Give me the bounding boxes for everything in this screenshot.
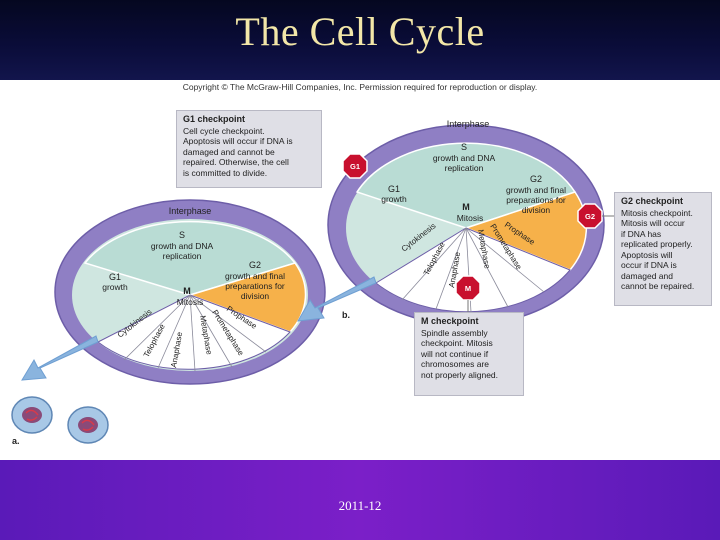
cycle-b-g2-line3: division <box>522 205 551 215</box>
g2-checkpoint-line: damaged and <box>621 270 673 281</box>
m-checkpoint-line: checkpoint. Mitosis <box>421 338 493 348</box>
m-checkpoint-line: will not continue if <box>421 348 489 359</box>
g2-checkpoint-line: Apoptosis will <box>621 249 673 260</box>
cell-right-chromosomes <box>81 419 95 431</box>
g1-checkpoint-line: Cell cycle checkpoint. <box>183 125 265 136</box>
cycle-a-g1-title: G1 <box>109 272 121 282</box>
g2-checkpoint-line: cannot be repaired. <box>621 281 695 291</box>
panel-a-label: a. <box>12 436 20 446</box>
g1-checkpoint-line: is committed to divide. <box>183 167 268 178</box>
cycle-a-exit-arrow <box>21 335 99 381</box>
cycle-a-g2-title: G2 <box>249 260 261 270</box>
cycle-b-m-letter: M <box>462 202 470 212</box>
g1-checkpoint-title: G1 checkpoint <box>183 114 246 124</box>
cycle-b-g1-title: G1 <box>388 184 400 194</box>
cell-left-chromosomes <box>25 409 39 421</box>
m-stop-sign: M <box>455 275 481 301</box>
cycle-a-s-sector <box>83 220 297 296</box>
cycle-a-mitosis-label: Mitosis <box>177 297 203 307</box>
m-checkpoint-box: M checkpoint Spindle assembly checkpoint… <box>414 312 524 396</box>
g2-checkpoint-line: Mitosis will occur <box>621 218 685 228</box>
cycle-a-g2-line1: growth and final <box>225 271 285 281</box>
g1-checkpoint-line: damaged and cannot be <box>183 146 275 157</box>
g1-stop-label: G1 <box>350 162 360 171</box>
dividing-cells-illustration <box>11 396 109 444</box>
m-checkpoint-title: M checkpoint <box>421 316 479 326</box>
g1-checkpoint-line: repaired. Otherwise, the cell <box>183 157 289 167</box>
m-stop-label: M <box>465 284 471 293</box>
m-checkpoint-line: Spindle assembly <box>421 327 488 338</box>
g2-checkpoint-line: occur if DNA is <box>621 260 677 270</box>
cycle-b: Interphase S growth and DNA replication … <box>297 119 605 326</box>
panel-b-label: b. <box>342 310 350 320</box>
cycle-a-interphase-label: Interphase <box>169 206 212 216</box>
cycle-a: Interphase S growth and DNA replication … <box>21 199 326 385</box>
g2-checkpoint-title: G2 checkpoint <box>621 196 684 206</box>
m-checkpoint-line: chromosomes are <box>421 359 490 369</box>
g2-checkpoint-line: replicated properly. <box>621 239 693 249</box>
g1-checkpoint-line: Apoptosis will occur if DNA is <box>183 136 293 146</box>
footer-date: 2011-12 <box>338 498 382 513</box>
cycle-b-interphase-label: Interphase <box>447 119 490 129</box>
title-band <box>0 0 720 80</box>
cycle-b-g2-sector <box>463 191 588 271</box>
cycle-a-s-line2: replication <box>163 251 202 261</box>
cycle-b-s-line1: growth and DNA <box>433 153 496 163</box>
cycle-b-g1-desc: growth <box>381 194 407 204</box>
copyright-text: Copyright © The McGraw-Hill Companies, I… <box>182 82 538 92</box>
g2-stop-sign: G2 <box>577 203 603 229</box>
cycle-b-g2-line2: preparations for <box>506 195 566 205</box>
cycle-a-phase-dividers <box>123 294 267 372</box>
m-checkpoint-line: not properly aligned. <box>421 369 499 380</box>
cell-cycle-diagram: Interphase S growth and DNA replication … <box>11 119 618 444</box>
cycle-a-m-letter: M <box>183 286 191 296</box>
cycle-b-s-line2: replication <box>445 163 484 173</box>
g1-checkpoint-box: G1 checkpoint Cell cycle checkpoint. Apo… <box>176 110 322 188</box>
cycle-b-g2-line1: growth and final <box>506 185 566 195</box>
cycle-a-s-line1: growth and DNA <box>151 241 214 251</box>
cycle-a-g2-sector <box>187 262 307 333</box>
cycle-b-exit-arrow <box>297 276 377 322</box>
g1-stop-sign: G1 <box>342 153 368 179</box>
cycle-a-g2-line2: preparations for <box>225 281 285 291</box>
cycle-a-s-letter: S <box>179 230 185 240</box>
g2-stop-label: G2 <box>585 212 595 221</box>
copyright-notice: Copyright © The McGraw-Hill Companies, I… <box>0 82 720 92</box>
slide-title: The Cell Cycle <box>235 9 485 54</box>
g2-checkpoint-box: G2 checkpoint Mitosis checkpoint. Mitosi… <box>614 192 712 306</box>
footer-band: 2011-12 <box>0 460 720 540</box>
cycle-a-g1-desc: growth <box>102 282 128 292</box>
cycle-b-mitosis-label: Mitosis <box>457 213 483 223</box>
cycle-b-s-sector <box>355 142 577 229</box>
cycle-b-s-letter: S <box>461 142 467 152</box>
g2-checkpoint-line: Mitosis checkpoint. <box>621 207 693 218</box>
cycle-a-g2-line3: division <box>241 291 270 301</box>
cycle-b-m-sector <box>375 227 571 313</box>
cycle-a-m-sector <box>97 294 291 370</box>
cycle-b-g2-title: G2 <box>530 174 542 184</box>
g2-checkpoint-line: if DNA has <box>621 228 662 239</box>
